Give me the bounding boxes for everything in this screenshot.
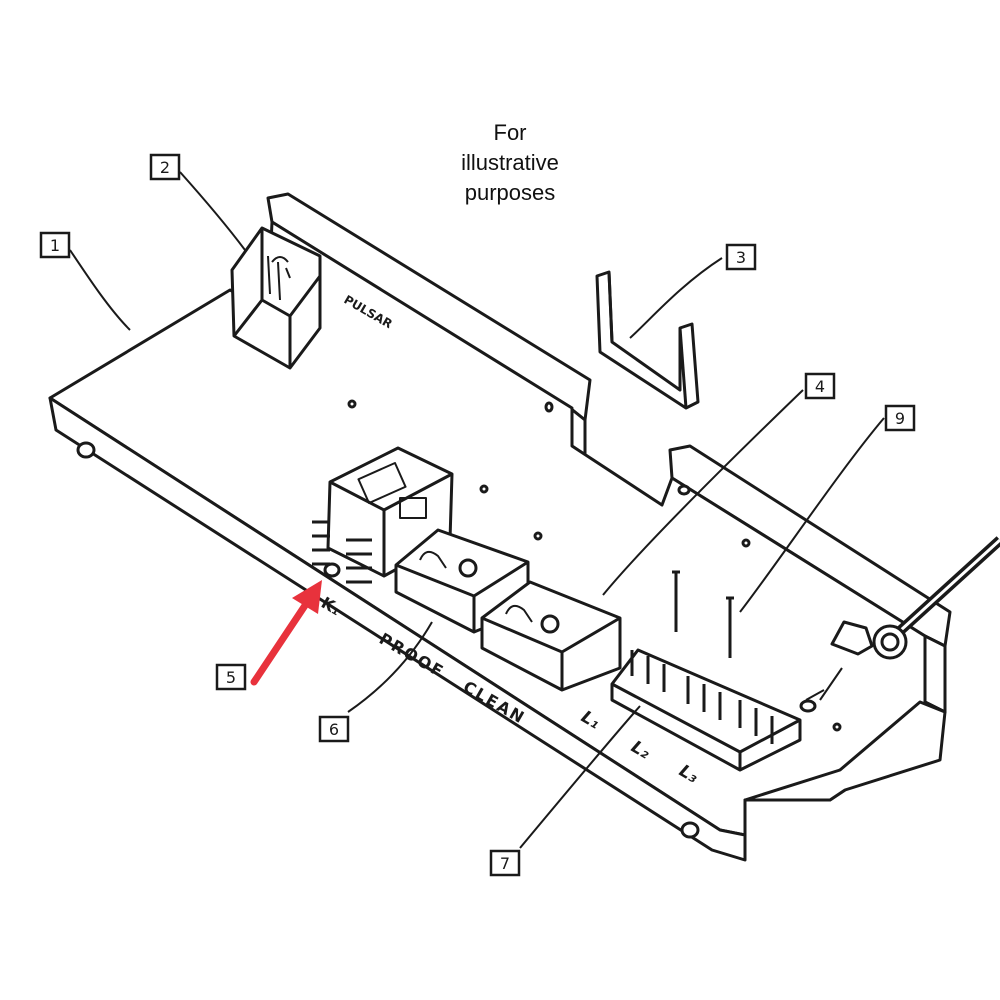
- callout-box-7: [489, 849, 521, 877]
- note-line-2: illustrative: [461, 150, 559, 175]
- leader-9: [739, 417, 885, 613]
- callout-box-4: [804, 372, 836, 400]
- part-2-bracket: [230, 226, 322, 370]
- power-cord-connector: [799, 536, 1000, 713]
- base-plate: [48, 220, 947, 862]
- callout-box-5: [215, 663, 247, 691]
- callout-6: 6: [329, 720, 339, 739]
- part-4-module: [480, 580, 622, 692]
- callout-box-2: [149, 153, 181, 181]
- callout-boxes: [39, 153, 916, 877]
- callout-box-1: [39, 231, 71, 259]
- leader-4: [602, 389, 804, 596]
- callout-3: 3: [736, 248, 746, 267]
- note-line-1: For: [493, 120, 527, 145]
- part-7-terminal-block: [610, 570, 802, 772]
- leader-7: [519, 705, 641, 849]
- callout-9: 9: [895, 409, 905, 428]
- illustrative-note: For illustrative purposes: [420, 118, 600, 208]
- leader-6: [347, 621, 433, 713]
- callout-2: 2: [160, 158, 170, 177]
- part-3-u-clip: [595, 270, 700, 410]
- leader-1: [69, 249, 131, 331]
- callout-5: 5: [226, 668, 236, 687]
- note-line-3: purposes: [464, 180, 556, 205]
- callout-box-9: [884, 404, 916, 432]
- leader-3: [629, 257, 723, 339]
- leader-2: [179, 171, 246, 251]
- callout-numbers: 1 2 3 4 5 6 7 9: [50, 158, 905, 873]
- callout-1: 1: [50, 236, 60, 255]
- callout-7: 7: [500, 854, 510, 873]
- leader-lines: [69, 171, 885, 849]
- callout-4: 4: [815, 377, 825, 396]
- callout-box-6: [318, 715, 350, 743]
- mounting-holes: [76, 399, 842, 839]
- callout-box-3: [725, 243, 757, 271]
- red-pointer-arrow: [250, 580, 322, 686]
